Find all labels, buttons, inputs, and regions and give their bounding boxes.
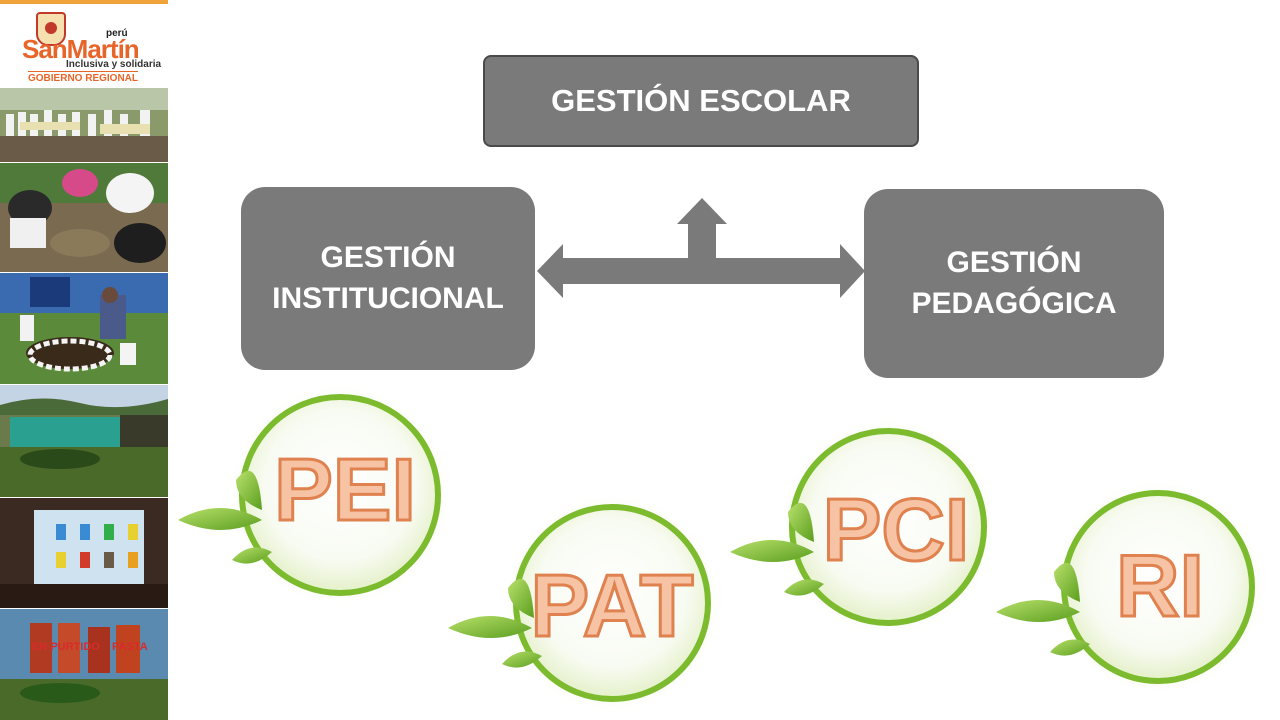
orb-pei-label: PEI <box>274 440 416 539</box>
photo-recycling <box>0 498 168 608</box>
orb-pat-label: PAT <box>531 556 694 655</box>
leaf-icon <box>730 540 814 562</box>
leaf-icon <box>996 600 1080 622</box>
crest-icon <box>36 12 66 46</box>
box-pedagogica-line2: PEDAGÓGICA <box>911 286 1117 320</box>
box-institucional-line1: GESTIÓN <box>320 241 456 274</box>
up-arrow-icon <box>677 198 727 258</box>
sidebar: perú SanMartín Inclusiva y solidaria GOB… <box>0 0 168 720</box>
logo: perú SanMartín Inclusiva y solidaria GOB… <box>0 6 168 86</box>
box-gestion-pedagogica: GESTIÓN PEDAGÓGICA <box>864 189 1164 378</box>
orb-pci-label: PCI <box>823 480 970 579</box>
leaf-icon <box>1054 562 1080 602</box>
box-institucional-line2: INSTITUCIONAL <box>272 281 504 315</box>
photo-jars: EN PURTIDO PASTA <box>0 609 168 720</box>
orb-ri-label: RI <box>1116 536 1204 635</box>
logo-brand: SanMartín <box>22 34 140 64</box>
box-gestion-escolar: GESTIÓN ESCOLAR <box>483 55 919 147</box>
jar-label-1: EN PURTIDO <box>32 641 100 653</box>
sidebar-accent-bar <box>0 0 168 4</box>
logo-peru: perú <box>106 28 128 39</box>
orb-pci: PCI <box>730 417 998 637</box>
leaf-icon <box>236 470 262 510</box>
leaf-icon <box>178 508 262 530</box>
jar-label-2: PASTA <box>112 641 148 653</box>
leaf-icon <box>448 616 532 638</box>
double-arrow-icon <box>537 244 865 298</box>
leaf-icon <box>1050 639 1090 656</box>
leaf-icon <box>502 651 542 668</box>
leaf-icon <box>788 502 814 542</box>
logo-tagline: Inclusiva y solidaria <box>66 59 162 70</box>
box-gestion-escolar-label: GESTIÓN ESCOLAR <box>551 83 851 118</box>
box-pedagogica-line1: GESTIÓN <box>946 246 1082 279</box>
photo-garden <box>0 273 168 384</box>
orb-pei: PEI <box>178 383 452 607</box>
orb-ri: RI <box>996 479 1266 695</box>
leaf-icon <box>784 579 824 596</box>
leaf-icon <box>508 578 534 618</box>
logo-gobierno: GOBIERNO REGIONAL <box>28 71 139 84</box>
photo-group <box>0 88 168 162</box>
leaf-icon <box>232 547 272 564</box>
orb-pat: PAT <box>448 493 722 713</box>
photo-greenhouse <box>0 385 168 497</box>
photo-children <box>0 163 168 272</box>
box-gestion-institucional: GESTIÓN INSTITUCIONAL <box>241 187 535 370</box>
